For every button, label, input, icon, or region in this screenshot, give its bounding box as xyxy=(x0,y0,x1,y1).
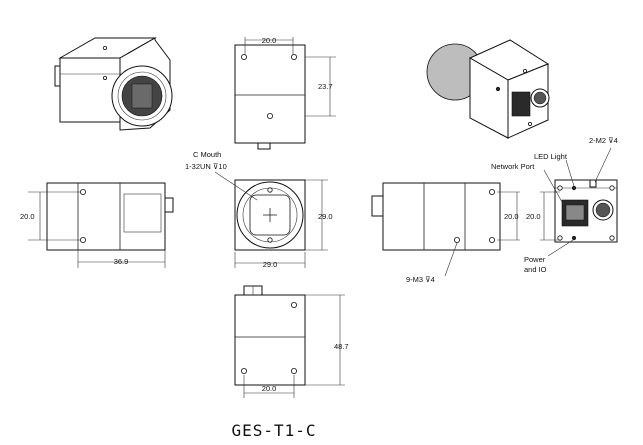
model-name: GES-T1-C xyxy=(231,421,316,440)
dim-top-width: 20.0 xyxy=(262,36,277,45)
top-view xyxy=(234,37,336,150)
dim-front-height: 29.0 xyxy=(318,212,333,221)
front-view xyxy=(214,171,328,268)
dim-top-height: 23.7 xyxy=(318,82,333,91)
dim-bottom-width: 20.0 xyxy=(262,384,277,393)
dim-left-length: 36.9 xyxy=(114,257,129,266)
back-view xyxy=(540,147,618,257)
label-led-light: LED Light xyxy=(534,152,568,161)
label-m2: 2-M2 ⊽4 xyxy=(589,136,618,145)
label-thread: 1-32UN ⊽10 xyxy=(185,162,227,171)
label-m3: 9-M3 ⊽4 xyxy=(406,275,435,284)
dim-left-height: 20.0 xyxy=(20,212,35,221)
label-and-io: and IO xyxy=(524,265,547,274)
dim-right-height-b: 20.0 xyxy=(526,212,541,221)
label-power: Power xyxy=(524,255,546,264)
right-side-view xyxy=(371,182,520,277)
label-c-mount: C Mouth xyxy=(193,150,221,159)
left-side-view xyxy=(28,182,174,268)
iso-view-rear xyxy=(426,39,550,139)
dim-right-height-a: 20.0 xyxy=(504,212,519,221)
bottom-view xyxy=(234,285,345,398)
label-network-port: Network Port xyxy=(491,162,535,171)
dim-bottom-length: 48.7 xyxy=(334,342,349,351)
dim-front-width: 29.0 xyxy=(263,260,278,269)
iso-view-front xyxy=(54,37,173,131)
